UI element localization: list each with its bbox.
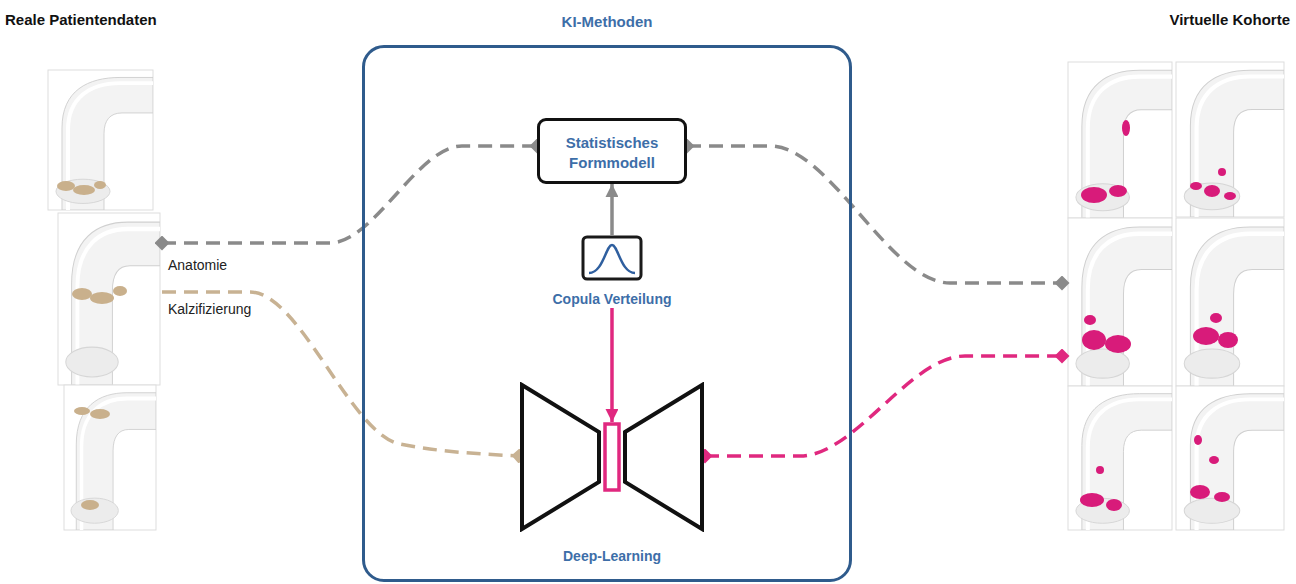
patient-aorta-part (71, 393, 156, 530)
column-heading: Reale Patientendaten (5, 10, 157, 30)
edge-label: Kalzifizierung (166, 301, 253, 318)
virtual-aorta-part (1122, 120, 1130, 136)
source-column: Reale Patientendaten (0, 0, 162, 584)
virtual-aorta-part (1068, 386, 1172, 530)
dashed-connector (705, 356, 1062, 456)
virtual-aorta-part (1106, 499, 1122, 511)
box-label: Statistisches Formmodell (552, 129, 672, 173)
density-curve (589, 245, 635, 273)
virtual-aorta-part (1080, 493, 1104, 507)
distribution-icon (581, 235, 643, 281)
dashed-connector (687, 146, 1062, 283)
virtual-aorta-part (1084, 315, 1096, 325)
virtual-aorta-part (1184, 394, 1284, 530)
virtual-aorta-part (1190, 182, 1202, 190)
virtual-aorta (1176, 218, 1284, 386)
virtual-aorta (1068, 218, 1172, 386)
virtual-aorta-part (1076, 227, 1172, 386)
virtual-aorta (1068, 386, 1172, 530)
virtual-aorta-part (1096, 466, 1104, 474)
methods-panel: KI-MethodenStatistisches FormmodellCopul… (362, 8, 852, 582)
patient-aorta-part (66, 222, 160, 385)
patient-aorta-part (73, 185, 95, 195)
patient-aorta-part (81, 500, 99, 510)
dashed-connector (162, 292, 519, 456)
virtual-aorta-part (1176, 386, 1284, 530)
virtual-aorta (1176, 62, 1284, 217)
arrow-connector (610, 308, 614, 422)
distribution-node: Copula Verteilung (550, 235, 673, 308)
edge-label: Anatomie (166, 257, 229, 274)
virtual-aorta-part (1076, 394, 1172, 530)
virtual-aorta-part (1105, 335, 1131, 353)
patient-aorta-part (94, 181, 106, 189)
patient-aorta-part (56, 77, 153, 210)
patient-aorta-part (48, 70, 153, 210)
virtual-aorta-part (1076, 70, 1172, 218)
patient-aorta-part (113, 286, 127, 296)
virtual-aorta-part (1068, 62, 1172, 218)
virtual-aorta-part (1184, 227, 1284, 386)
virtual-aorta-part (1190, 485, 1210, 499)
process-box: Statistisches Formmodell (537, 118, 687, 184)
virtual-aorta-part (1224, 192, 1236, 200)
patient-aorta-part (74, 407, 90, 415)
virtual-aorta-part (1194, 435, 1202, 445)
network-node: Deep-Learning (519, 382, 705, 565)
virtual-aorta (1068, 62, 1172, 218)
virtual-aorta-part (1081, 187, 1107, 203)
panel-heading: KI-Methoden (362, 8, 852, 32)
node-label: Deep-Learning (519, 544, 705, 565)
virtual-aorta-part (1068, 218, 1172, 386)
patient-aorta-part (90, 292, 114, 304)
virtual-aorta-part (1209, 456, 1219, 464)
virtual-aorta-part (1218, 168, 1226, 176)
patient-aorta-part (90, 409, 110, 419)
virtual-aorta-part (1109, 185, 1127, 197)
patient-aorta (48, 70, 153, 210)
patient-aorta-part (64, 385, 156, 530)
encoder-decoder-shape (519, 382, 705, 532)
encoder-trapezoid (522, 385, 599, 529)
node-label: Copula Verteilung (550, 291, 673, 308)
virtual-aorta-part (1184, 70, 1284, 217)
patient-aorta-part (72, 288, 92, 300)
latent-space (605, 424, 619, 490)
virtual-aorta-part (1204, 185, 1220, 197)
virtual-aorta-part (1176, 62, 1284, 217)
patient-aorta-part (58, 213, 160, 385)
virtual-aorta-part (1218, 332, 1238, 348)
icon-frame (583, 237, 641, 279)
decoder-trapezoid (625, 385, 702, 529)
virtual-aorta-part (1176, 218, 1284, 386)
virtual-aorta (1176, 386, 1284, 530)
column-heading: Virtuelle Kohorte (1169, 10, 1290, 30)
cohort-column: Virtuelle Kohorte (1062, 0, 1296, 584)
dashed-connector (162, 146, 537, 243)
patient-aorta (64, 385, 156, 530)
virtual-aorta-part (1214, 492, 1230, 502)
virtual-aorta-part (1082, 330, 1106, 350)
virtual-aorta-part (1193, 327, 1219, 345)
patient-aorta (58, 213, 160, 385)
arrow-connector (610, 184, 614, 235)
patient-aorta-part (57, 181, 75, 191)
virtual-aorta-part (1210, 313, 1222, 323)
